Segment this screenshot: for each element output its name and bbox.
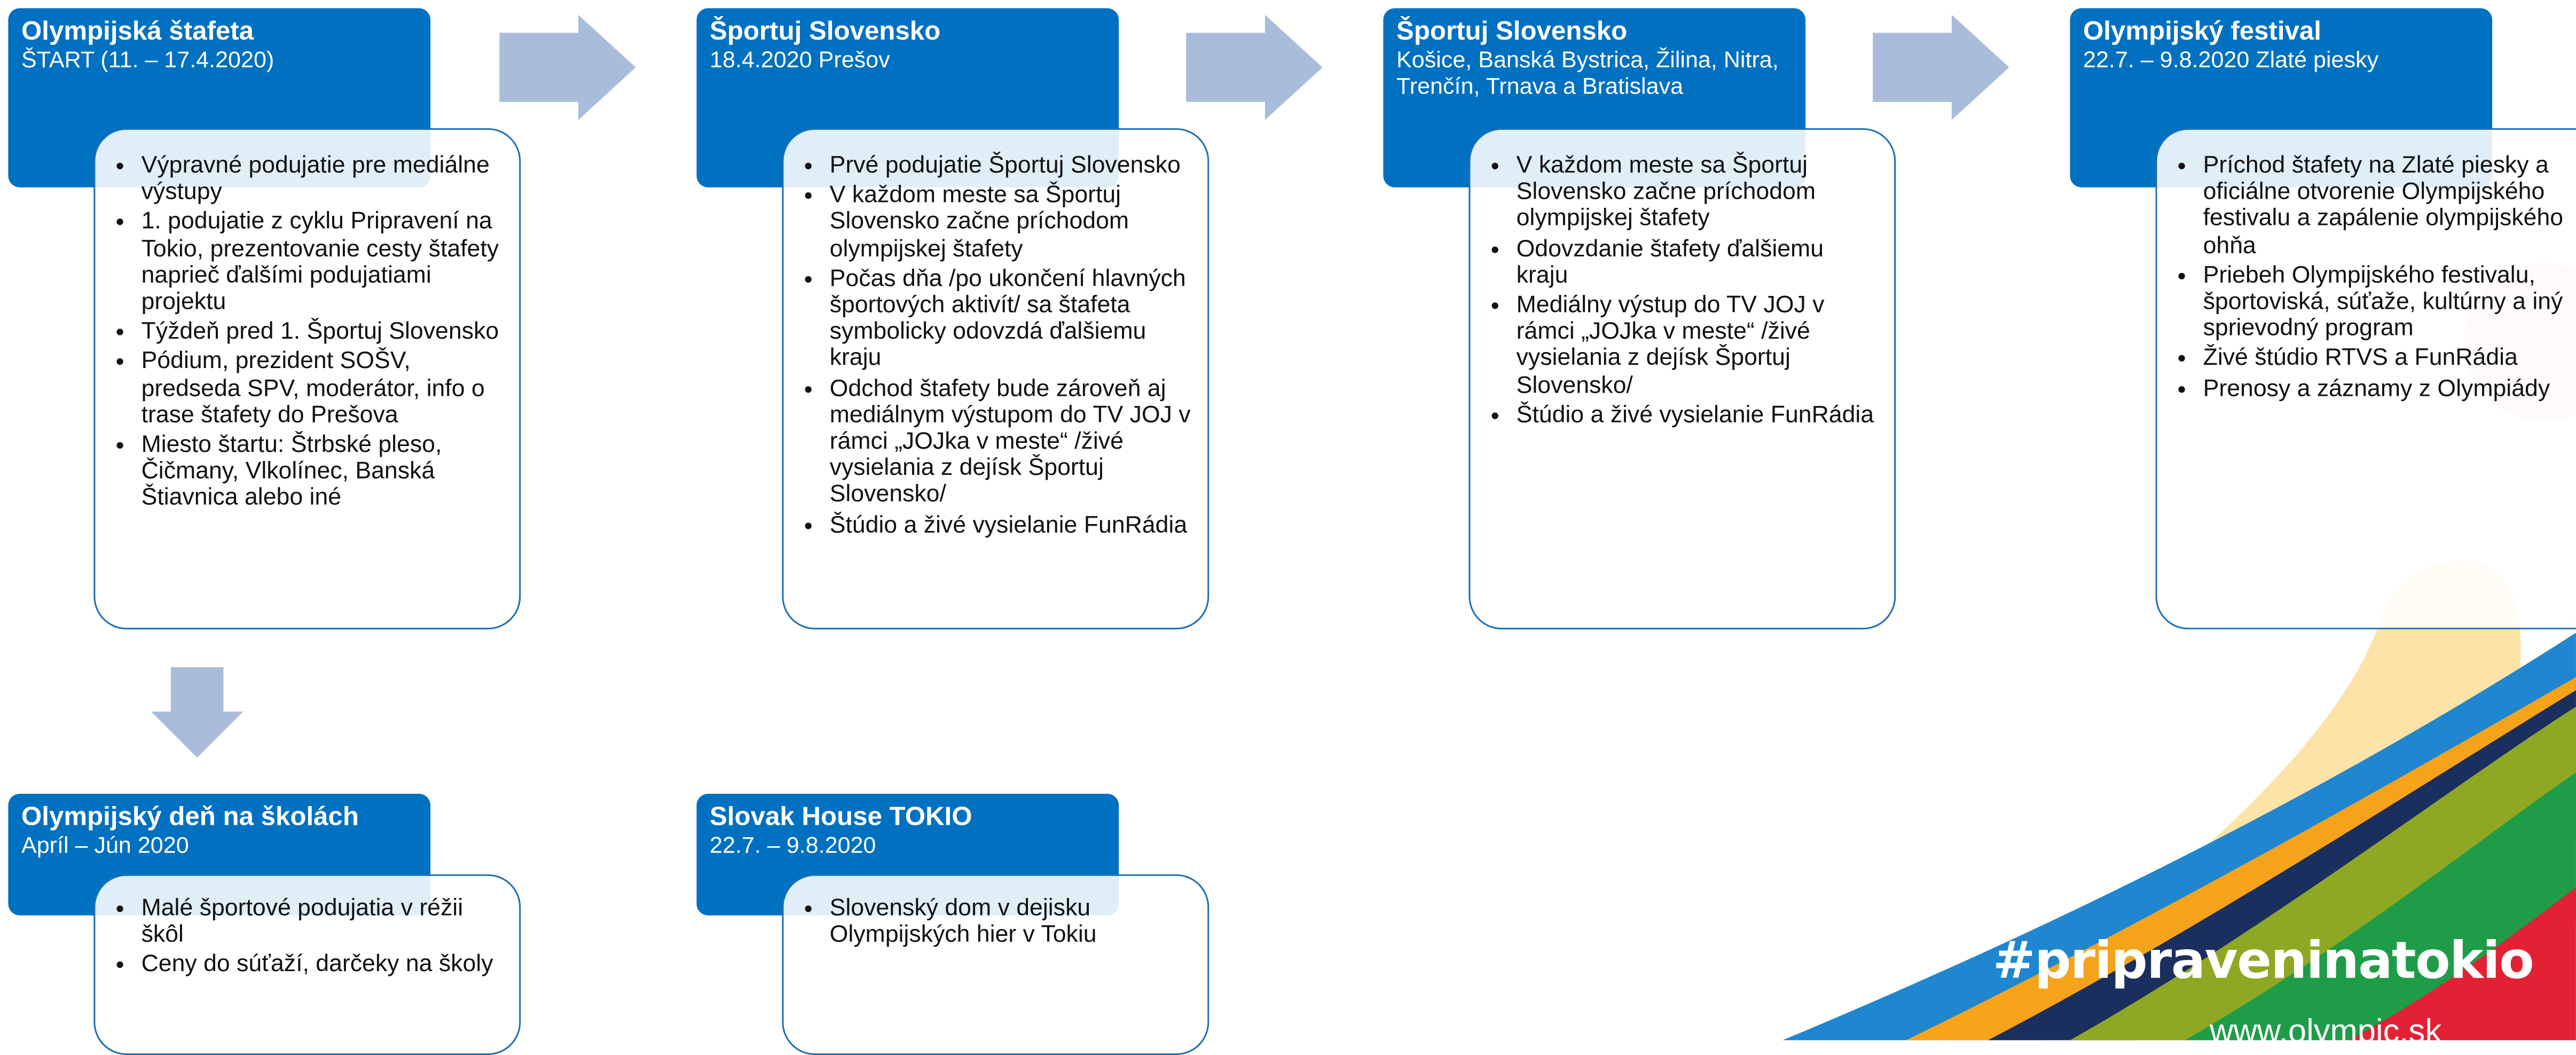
arrow-right-1 xyxy=(499,14,636,120)
list-item: 1. podujatie z cyklu Pripravení na Tokio… xyxy=(142,209,506,316)
card-body-olympic-festival: Príchod štafety na Zlaté piesky a oficiá… xyxy=(2155,128,2576,630)
card-body-school-day: Malé športové podujatia v réžii škôl Cen… xyxy=(93,874,521,1055)
card-body-olympic-relay: Výpravné podujatie pre mediálne výstupy … xyxy=(93,128,521,630)
list-item: Počas dňa /po ukončení hlavných športový… xyxy=(830,266,1195,372)
arrow-down xyxy=(151,667,244,758)
card-subtitle: 22.7. – 9.8.2020 xyxy=(710,831,876,858)
red-swoosh xyxy=(2349,887,2576,1041)
card-subtitle: Košice, Banská Bystrica, Žilina, Nitra, … xyxy=(1396,46,1779,99)
card-header-olympic-festival: Olympijský festival 22.7. – 9.8.2020 Zla… xyxy=(2070,8,2493,187)
list-item: Odovzdanie štafety ďalšiemu kraju xyxy=(1517,236,1881,290)
list-item: Pódium, prezident SOŠV, predseda SPV, mo… xyxy=(142,349,506,429)
list-item: Štúdio a živé vysielanie FunRádia xyxy=(830,512,1195,539)
list-item: Mediálny výstup do TV JOJ v rámci „JOJka… xyxy=(1517,293,1881,399)
list-item: Odchod štafety bude zároveň aj mediálnym… xyxy=(830,376,1195,509)
list-item: Týždeň pred 1. Športuj Slovensko xyxy=(142,319,506,346)
card-subtitle: ŠTART (11. – 17.4.2020) xyxy=(21,46,274,73)
card-title: Slovak House TOKIO xyxy=(710,803,972,832)
card-body-sportuj-regions: V každom meste sa Športuj Slovensko začn… xyxy=(1468,128,1896,630)
list-item: Slovenský dom v dejisku Olympijských hie… xyxy=(830,896,1195,949)
hashtag-text: #pripraveninatokio xyxy=(1992,932,2534,991)
list-item: Prvé podujatie Športuj Slovensko xyxy=(830,153,1195,179)
card-title: Olympijská štafeta xyxy=(21,18,254,46)
list-item: Malé športové podujatia v réžii škôl xyxy=(142,896,506,949)
card-body-slovak-house: Slovenský dom v dejisku Olympijských hie… xyxy=(782,874,1210,1055)
arrow-right-3 xyxy=(1873,14,2009,120)
list-item: Priebeh Olympijského festivalu, športovi… xyxy=(2203,263,2573,343)
bullet-list: Slovenský dom v dejisku Olympijských hie… xyxy=(807,896,1195,949)
website-link[interactable]: www.olympic.sk xyxy=(2209,1014,2442,1050)
arrow-right-2 xyxy=(1186,14,1323,120)
card-subtitle: 22.7. – 9.8.2020 Zlaté piesky xyxy=(2083,46,2379,73)
card-subtitle: Apríl – Jún 2020 xyxy=(21,831,189,858)
card-title: Olympijský deň na školách xyxy=(21,803,359,832)
list-item: Živé štúdio RTVS a FunRádia xyxy=(2203,346,2573,372)
bullet-list: Výpravné podujatie pre mediálne výstupy … xyxy=(119,153,506,512)
list-item: Ceny do súťaží, darčeky na školy xyxy=(142,952,506,979)
bullet-list: Prvé podujatie Športuj Slovensko V každo… xyxy=(807,153,1195,538)
list-item: Príchod štafety na Zlaté piesky a oficiá… xyxy=(2203,153,2573,259)
card-title: Športuj Slovensko xyxy=(710,18,941,46)
bullet-list: Príchod štafety na Zlaté piesky a oficiá… xyxy=(2180,153,2573,402)
card-title: Olympijský festival xyxy=(2083,18,2321,46)
list-item: V každom meste sa Športuj Slovensko začn… xyxy=(830,183,1195,263)
card-subtitle: 18.4.2020 Prešov xyxy=(710,46,890,73)
card-title: Športuj Slovensko xyxy=(1396,18,1628,46)
bullet-list: Malé športové podujatia v réžii škôl Cen… xyxy=(119,896,506,979)
list-item: Výpravné podujatie pre mediálne výstupy xyxy=(142,153,506,206)
list-item: Prenosy a záznamy z Olympiády xyxy=(2203,376,2573,402)
list-item: Štúdio a živé vysielanie FunRádia xyxy=(1517,402,1881,429)
list-item: Miesto štartu: Štrbské pleso, Čičmany, V… xyxy=(142,432,506,512)
bullet-list: V každom meste sa Športuj Slovensko začn… xyxy=(1494,153,1881,429)
list-item: V každom meste sa Športuj Slovensko začn… xyxy=(1517,153,1881,233)
card-body-sportuj-presov: Prvé podujatie Športuj Slovensko V každo… xyxy=(782,128,1210,630)
